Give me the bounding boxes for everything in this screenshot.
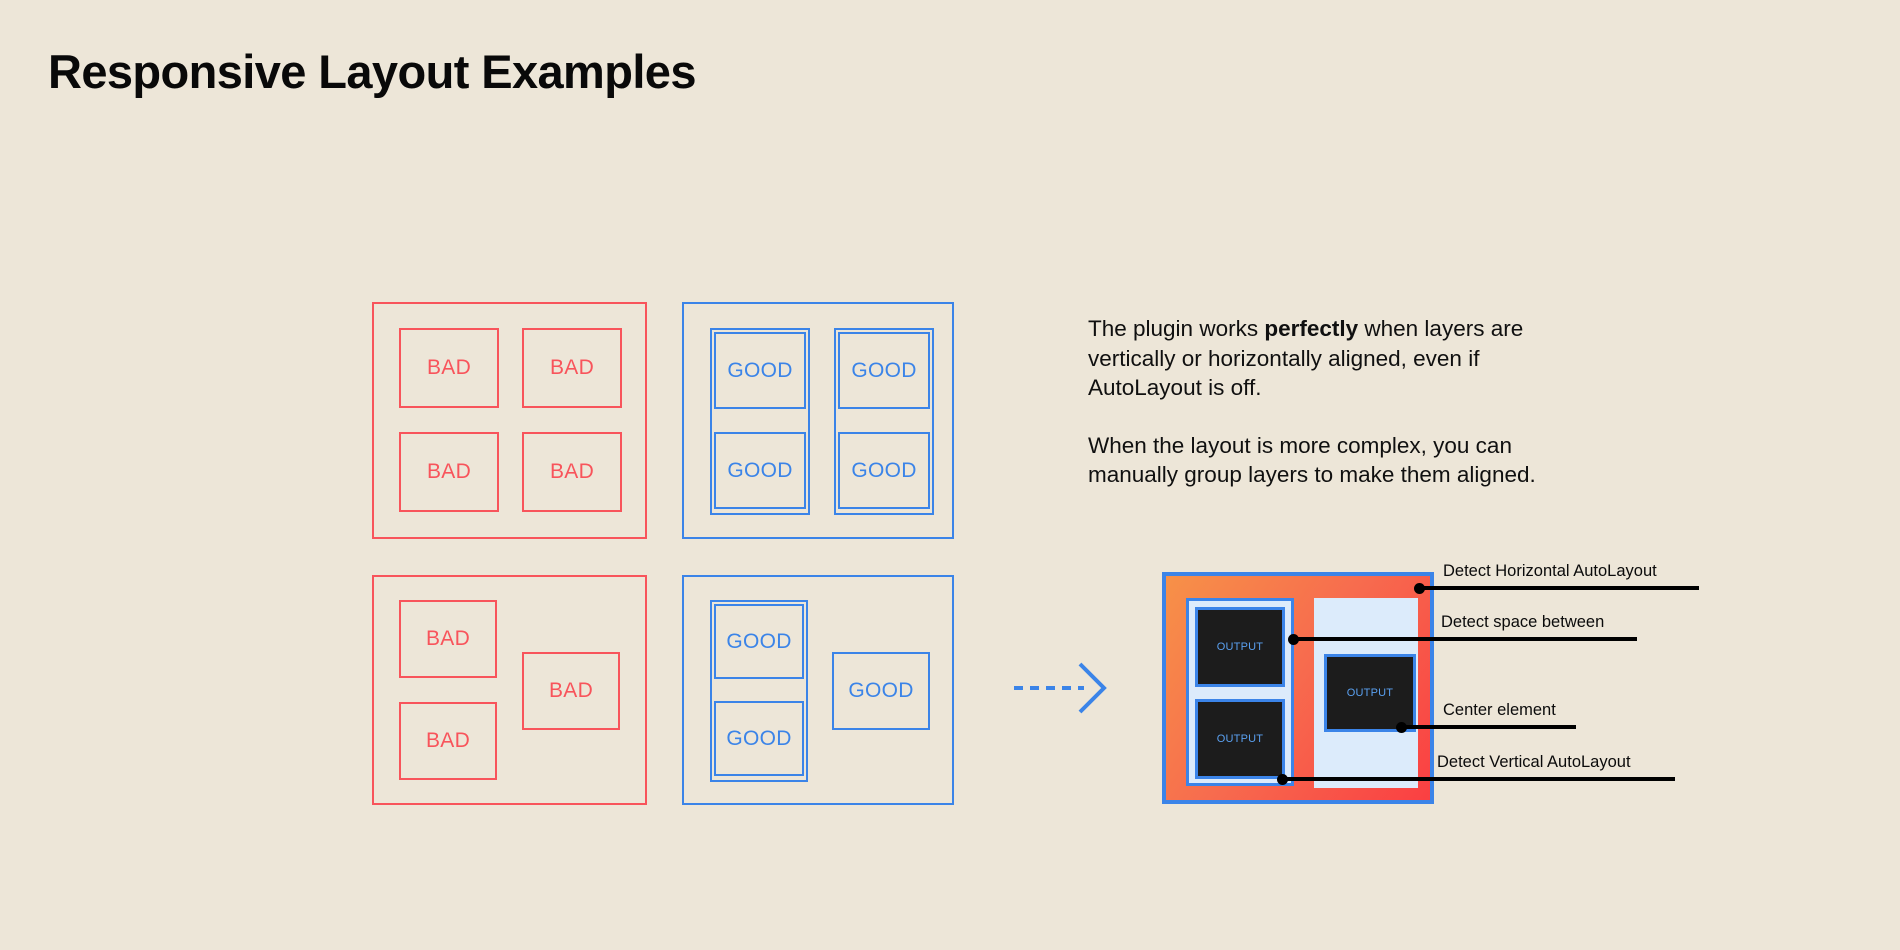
good-cell-label: GOOD xyxy=(848,679,914,702)
description-text: The plugin works perfectly when layers a… xyxy=(1088,314,1548,490)
figure-center-panel: OUTPUT xyxy=(1314,598,1418,788)
annotation-label: Detect Vertical AutoLayout xyxy=(1437,753,1631,771)
annotation-line xyxy=(1401,725,1576,729)
figure-vertical-group: OUTPUT OUTPUT xyxy=(1186,598,1294,786)
good-cell-label: GOOD xyxy=(727,358,793,382)
good-group-column: GOOD GOOD xyxy=(710,328,810,515)
good-group-column: GOOD GOOD xyxy=(834,328,934,515)
good-group-column: GOOD GOOD xyxy=(710,600,808,782)
good-cell: GOOD xyxy=(714,604,804,679)
page-title: Responsive Layout Examples xyxy=(48,45,696,98)
bad-cell-label: BAD xyxy=(425,729,471,752)
bad-cell-label: BAD xyxy=(548,679,594,702)
description-paragraph-2: When the layout is more complex, you can… xyxy=(1088,432,1536,488)
bad-cell: BAD xyxy=(399,702,497,780)
bad-cell: BAD xyxy=(399,328,499,408)
good-loose-frame: GOOD GOOD GOOD xyxy=(682,575,954,805)
desc-p1-after: when layers are vertically or horizontal… xyxy=(1088,316,1524,400)
desc-p1-bold: perfectly xyxy=(1264,316,1359,341)
bad-loose-frame: BAD BAD BAD xyxy=(372,575,647,805)
good-cell-label: GOOD xyxy=(726,629,792,653)
bad-cell: BAD xyxy=(522,432,622,512)
bad-grid-frame: BAD BAD BAD BAD xyxy=(372,302,647,539)
output-box: OUTPUT xyxy=(1195,699,1285,779)
annotation-line xyxy=(1282,777,1675,781)
desc-p1-before: The plugin works xyxy=(1088,316,1265,341)
bad-cell-label: BAD xyxy=(426,356,472,379)
good-cell: GOOD xyxy=(838,332,930,409)
good-cell-label: GOOD xyxy=(726,726,792,750)
annotation-line xyxy=(1293,637,1637,641)
good-cell: GOOD xyxy=(714,701,804,776)
annotation-label: Detect space between xyxy=(1441,613,1605,631)
output-box-label: OUTPUT xyxy=(1346,687,1394,699)
good-cell-label: GOOD xyxy=(851,358,917,382)
bad-cell: BAD xyxy=(522,652,620,730)
good-cell-label: GOOD xyxy=(727,458,793,482)
good-cell: GOOD xyxy=(838,432,930,509)
annotation-label: Center element xyxy=(1443,701,1556,719)
annotation-label: Detect Horizontal AutoLayout xyxy=(1443,562,1657,580)
good-grid-frame: GOOD GOOD GOOD GOOD xyxy=(682,302,954,539)
output-box-label: OUTPUT xyxy=(1216,641,1264,653)
output-box: OUTPUT xyxy=(1324,654,1416,732)
bad-cell-label: BAD xyxy=(425,627,471,650)
bad-cell: BAD xyxy=(399,432,499,512)
bad-cell: BAD xyxy=(399,600,497,678)
flow-arrow-icon xyxy=(1014,662,1107,714)
output-box: OUTPUT xyxy=(1195,607,1285,687)
output-box-label: OUTPUT xyxy=(1216,733,1264,745)
good-cell: GOOD xyxy=(832,652,930,730)
bad-cell: BAD xyxy=(522,328,622,408)
annotation-line xyxy=(1419,586,1699,590)
bad-cell-label: BAD xyxy=(549,460,595,483)
description-paragraph-1: The plugin works perfectly when layers a… xyxy=(1088,314,1548,403)
good-cell-label: GOOD xyxy=(851,458,917,482)
autolayout-detection-figure: OUTPUT OUTPUT OUTPUT xyxy=(1162,572,1434,804)
good-cell: GOOD xyxy=(714,432,806,509)
good-cell: GOOD xyxy=(714,332,806,409)
bad-cell-label: BAD xyxy=(426,460,472,483)
bad-cell-label: BAD xyxy=(549,356,595,379)
